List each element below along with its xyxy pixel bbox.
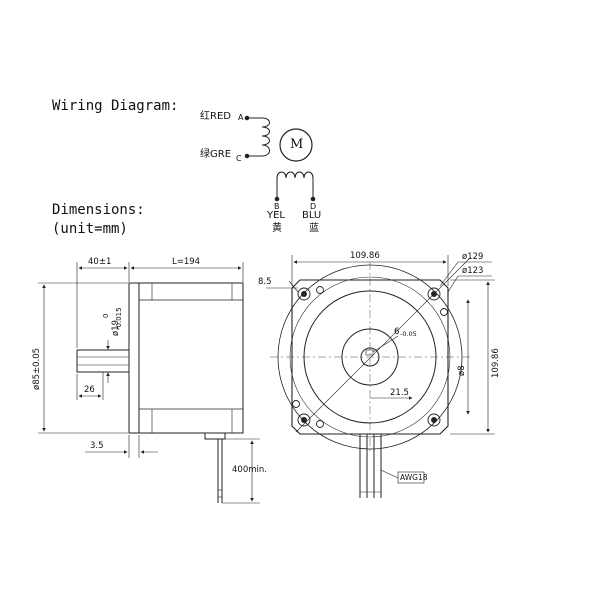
terminal-b-color: YEL: [267, 210, 285, 221]
mount-hole-dim: 8.5: [258, 277, 272, 287]
flange-dim: 3.5: [90, 441, 104, 451]
side-view: [38, 262, 260, 504]
terminal-a-letter: A: [238, 113, 244, 122]
shaft-length-dim: 40±1: [88, 257, 112, 267]
unit-label: (unit=mm): [52, 221, 128, 237]
vertical-extra-dim: ø8: [457, 365, 467, 376]
front-view: [266, 255, 495, 498]
key-length-dim: 26: [84, 385, 95, 395]
shaft-tol-upper: 0: [102, 313, 110, 318]
terminal-b-cn: 黄: [272, 223, 282, 234]
dimensions-title: Dimensions:: [52, 202, 145, 218]
shaft-tol-lower: -0.015: [115, 307, 123, 330]
hole-circle-a-dim: ø129: [462, 252, 484, 262]
body-length-dim: L=194: [172, 257, 201, 267]
hole-circle-b-dim: ø123: [462, 266, 484, 276]
terminal-a-color: 红RED: [200, 111, 231, 122]
terminal-d-letter: D: [310, 202, 317, 211]
pilot-dia-dim: ø85±0.05: [32, 347, 42, 390]
wiring-diagram-title: Wiring Diagram:: [52, 98, 179, 114]
wiring-schematic: [244, 115, 316, 202]
wire-gauge-label: AWG18: [400, 473, 428, 482]
terminal-d-cn: 蓝: [309, 223, 319, 234]
terminal-c-color: 绿GRE: [200, 149, 232, 160]
flat-dim: 21.5: [390, 388, 409, 398]
motor-symbol: M: [290, 137, 304, 152]
lead-length-dim: 400min.: [232, 465, 267, 475]
key-dim: 6: [394, 327, 400, 337]
key-tol: -0.05: [400, 330, 417, 338]
front-width-dim: 109.86: [350, 251, 380, 261]
terminal-c-letter: C: [236, 154, 242, 163]
terminal-d-color: BLU: [302, 210, 322, 221]
terminal-b-letter: B: [274, 202, 280, 211]
front-height-dim: 109.86: [491, 348, 501, 378]
